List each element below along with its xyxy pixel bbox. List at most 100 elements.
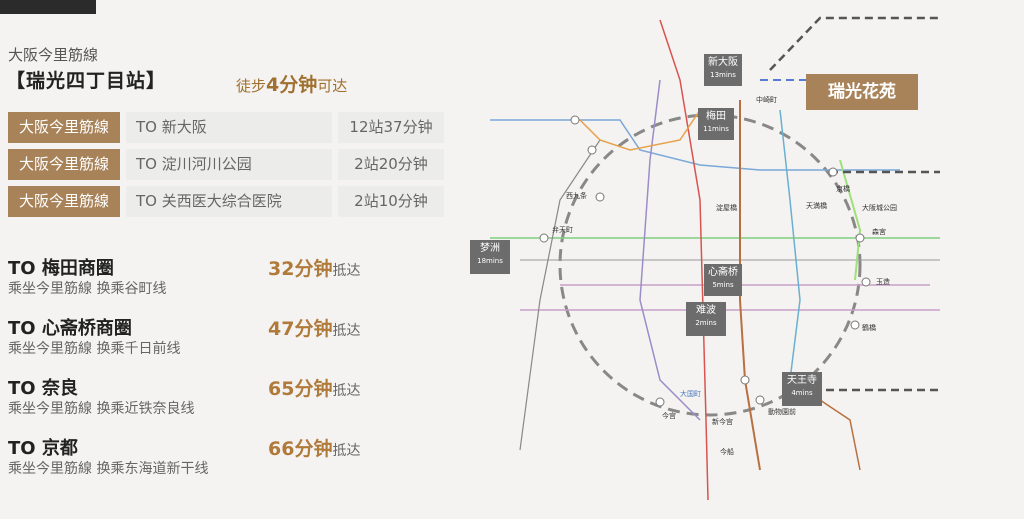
destination-time: 66分钟抵达 xyxy=(268,434,360,461)
route-row: 大阪今里筋線 TO 淀川河川公园 2站20分钟 xyxy=(8,149,444,180)
rail-line xyxy=(839,159,862,281)
destination-mins: 47分钟 xyxy=(268,318,333,340)
destination-mins: 66分钟 xyxy=(268,438,333,460)
hub-station: 天王寺 4mins xyxy=(782,372,822,406)
hub-station: 梅田 11mins xyxy=(698,108,734,140)
destination-time: 32分钟抵达 xyxy=(268,254,360,281)
hub-name: 梦洲 xyxy=(480,243,500,254)
destination-suffix: 抵达 xyxy=(332,263,361,279)
route-dest: TO 关西医大综合医院 xyxy=(126,186,332,217)
map-label-dobutsuen: 動物園前 xyxy=(768,407,796,416)
map-label-nakazakicho: 中崎町 xyxy=(756,95,777,104)
hub-name: 天王寺 xyxy=(787,375,817,386)
destination-suffix: 抵达 xyxy=(332,323,361,339)
highlight-station-label: 瑞光花苑 xyxy=(806,74,918,110)
hub-station: 难波 2mins xyxy=(686,302,726,336)
hub-duration: 13mins xyxy=(710,71,736,79)
map-label-imaike: 今船 xyxy=(720,447,734,456)
route-dest: TO 新大阪 xyxy=(126,112,332,143)
destination: TO 京都 乘坐今里筋線 换乘东海道新干线 66分钟抵达 xyxy=(8,434,448,482)
top-bar xyxy=(0,0,96,14)
destination: TO 梅田商圈 乘坐今里筋線 换乘谷町线 32分钟抵达 xyxy=(8,254,448,302)
info-panel: 大阪今里筋線 【瑞光四丁目站】 徒步4分钟可达 大阪今里筋線 TO 新大阪 12… xyxy=(0,0,460,519)
rail-line xyxy=(739,100,761,471)
route-line: 大阪今里筋線 xyxy=(8,112,120,143)
rail-line xyxy=(659,19,709,501)
destination-time: 47分钟抵达 xyxy=(268,314,360,341)
destination-suffix: 抵达 xyxy=(332,443,361,459)
rail-line xyxy=(639,79,701,421)
destination-title: TO 梅田商圈 xyxy=(8,258,114,279)
station-dot xyxy=(587,145,597,155)
rail-line xyxy=(779,109,801,381)
destination-time: 65分钟抵达 xyxy=(268,374,360,401)
hub-name: 新大阪 xyxy=(708,57,738,68)
rail-line xyxy=(490,119,900,171)
hub-name: 梅田 xyxy=(706,111,726,122)
map-label-daikokucho: 大国町 xyxy=(680,389,701,398)
hub-station: 心斋桥 5mins xyxy=(704,264,742,296)
rail-line xyxy=(769,16,940,71)
destination-sub: 乘坐今里筋線 换乘谷町线 xyxy=(8,281,167,297)
destination-sub: 乘坐今里筋線 换乘东海道新干线 xyxy=(8,461,209,477)
station-dot xyxy=(595,192,605,202)
rail-line xyxy=(519,139,601,451)
destination-title: TO 奈良 xyxy=(8,378,78,399)
destination-title: TO 京都 xyxy=(8,438,78,459)
destination-suffix: 抵达 xyxy=(332,383,361,399)
destination-mins: 65分钟 xyxy=(268,378,333,400)
destination: TO 心斋桥商圈 乘坐今里筋線 换乘千日前线 47分钟抵达 xyxy=(8,314,448,362)
station-dot xyxy=(570,115,580,125)
walk-prefix: 徒步 xyxy=(236,77,267,95)
map-label-osakajo: 大阪城公园 xyxy=(862,203,897,212)
destination-title: TO 心斋桥商圈 xyxy=(8,318,132,339)
hub-station: 梦洲 18mins xyxy=(470,240,510,274)
map-label-tenmabashi: 天満橋 xyxy=(806,201,827,210)
hub-duration: 5mins xyxy=(712,281,734,289)
map-label-yodoyabashi: 淀屋橋 xyxy=(716,203,737,212)
hub-name: 心斋桥 xyxy=(708,267,738,278)
rail-line xyxy=(579,109,701,151)
station-dot xyxy=(539,233,549,243)
hub-name: 难波 xyxy=(696,305,716,316)
station-dot xyxy=(850,320,860,330)
map-label-imamiya: 今宫 xyxy=(662,411,676,420)
map-label-tamatsukuri: 玉造 xyxy=(876,277,890,286)
destination-mins: 32分钟 xyxy=(268,258,333,280)
route-time: 2站20分钟 xyxy=(338,149,444,180)
walk-value: 4分钟 xyxy=(266,74,318,96)
route-row: 大阪今里筋線 TO 关西医大综合医院 2站10分钟 xyxy=(8,186,444,217)
destination: TO 奈良 乘坐今里筋線 换乘近铁奈良线 65分钟抵达 xyxy=(8,374,448,422)
hub-duration: 11mins xyxy=(703,125,729,133)
map-label-morinomiya: 森宮 xyxy=(872,227,886,236)
hub-duration: 4mins xyxy=(791,389,813,397)
route-time: 12站37分钟 xyxy=(338,112,444,143)
station-dot xyxy=(855,233,865,243)
walk-suffix: 可达 xyxy=(317,77,348,95)
station-title: 【瑞光四丁目站】 xyxy=(6,70,167,92)
station-dot xyxy=(655,397,665,407)
route-time: 2站10分钟 xyxy=(338,186,444,217)
rail-line xyxy=(819,399,861,471)
hub-station: 新大阪 13mins xyxy=(704,54,742,86)
station-dot xyxy=(740,375,750,385)
station-dot xyxy=(861,277,871,287)
route-dest: TO 淀川河川公园 xyxy=(126,149,332,180)
route-line: 大阪今里筋線 xyxy=(8,186,120,217)
route-line: 大阪今里筋線 xyxy=(8,149,120,180)
hub-duration: 18mins xyxy=(477,257,503,265)
destination-sub: 乘坐今里筋線 换乘近铁奈良线 xyxy=(8,401,195,417)
map-label-nishikujo: 西九条 xyxy=(566,191,587,200)
station-dot xyxy=(828,167,838,177)
destination-sub: 乘坐今里筋線 换乘千日前线 xyxy=(8,341,181,357)
map-label-shinimamiya: 新今宫 xyxy=(712,417,733,426)
station-dot xyxy=(755,395,765,405)
hub-duration: 2mins xyxy=(695,319,717,327)
map-label-tsuruhashi: 鶴橋 xyxy=(862,323,876,332)
route-row: 大阪今里筋線 TO 新大阪 12站37分钟 xyxy=(8,112,444,143)
line-name: 大阪今里筋線 xyxy=(8,46,99,64)
subway-map: 京橋 森宮 西九条 弁天町 淀屋橋 天満橋 玉造 鶴橋 大阪城公园 今宫 新今宫… xyxy=(490,16,940,501)
map-label-bentencho: 弁天町 xyxy=(552,225,573,234)
walk-time: 徒步4分钟可达 xyxy=(236,70,347,97)
map-label-kyobashi: 京橋 xyxy=(836,184,850,193)
